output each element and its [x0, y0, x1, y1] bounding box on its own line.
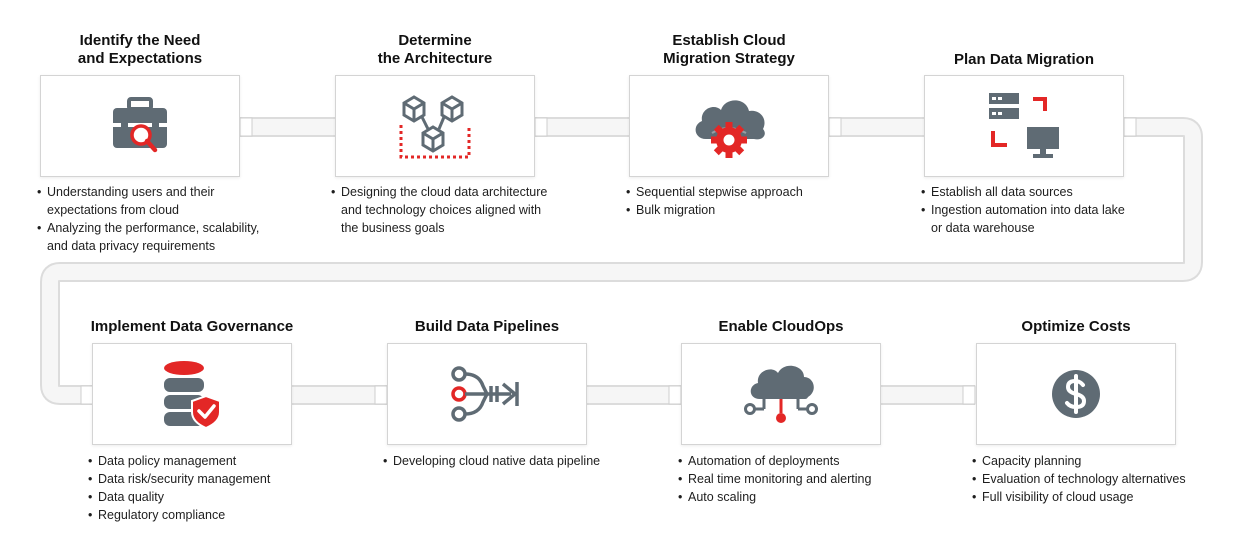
step-3-title: Establish Cloud Migration Strategy [663, 32, 795, 67]
bullet-item: Real time monitoring and alerting [678, 470, 918, 488]
bullet-item: Auto scaling [678, 488, 918, 506]
bullet-item: Data risk/security management [88, 470, 328, 488]
step-5-card [92, 343, 292, 445]
bullet-item: Analyzing the performance, scalability, … [37, 219, 277, 255]
step-7-bullets: Automation of deployments Real time moni… [678, 452, 918, 506]
bullet-item: Establish all data sources [921, 183, 1161, 201]
bullet-item: Understanding users and their expectatio… [37, 183, 277, 219]
step-1-card [40, 75, 240, 177]
bullet-item: Regulatory compliance [88, 506, 328, 524]
bullet-item: Automation of deployments [678, 452, 918, 470]
step-4-card [924, 75, 1124, 177]
bullet-item: Developing cloud native data pipeline [383, 452, 643, 470]
step-7-title: Enable CloudOps [718, 318, 844, 335]
toolbox-search-icon [113, 97, 167, 153]
step-2-card [335, 75, 535, 177]
step-6-bullets: Developing cloud native data pipeline [383, 452, 643, 470]
step-5-title: Implement Data Governance [90, 318, 294, 335]
step-6-card [387, 343, 587, 445]
bullet-item: Bulk migration [626, 201, 866, 219]
step-4-title: Plan Data Migration [953, 51, 1095, 68]
step-2-bullets: Designing the cloud data architecture an… [331, 183, 576, 237]
dollar-coin-icon [1052, 370, 1100, 418]
step-8-bullets: Capacity planning Evaluation of technolo… [972, 452, 1212, 506]
database-shield-icon [164, 361, 221, 430]
server-monitor-icon [989, 93, 1059, 158]
step-5-bullets: Data policy management Data risk/securit… [88, 452, 328, 524]
bullet-item: Ingestion automation into data lake or d… [921, 201, 1161, 237]
step-1-title: Identify the Need and Expectations [77, 32, 203, 67]
bullet-item: Data quality [88, 488, 328, 506]
bullet-item: Data policy management [88, 452, 328, 470]
pipeline-arrow-icon [451, 366, 519, 422]
bullet-item: Sequential stepwise approach [626, 183, 866, 201]
cloud-network-icon [744, 365, 818, 423]
step-8-card [976, 343, 1176, 445]
bullet-item: Full visibility of cloud usage [972, 488, 1212, 506]
step-3-bullets: Sequential stepwise approach Bulk migrat… [626, 183, 866, 219]
step-4-bullets: Establish all data sources Ingestion aut… [921, 183, 1161, 237]
bullet-item: Designing the cloud data architecture an… [331, 183, 576, 237]
step-2-title: Determine the Architecture [377, 32, 493, 67]
architecture-cubes-icon [399, 95, 471, 159]
bullet-item: Capacity planning [972, 452, 1212, 470]
step-7-card [681, 343, 881, 445]
step-1-bullets: Understanding users and their expectatio… [37, 183, 277, 255]
step-6-title: Build Data Pipelines [414, 318, 560, 335]
step-3-card [629, 75, 829, 177]
bullet-item: Evaluation of technology alternatives [972, 470, 1212, 488]
cloud-gear-icon [695, 100, 765, 158]
step-8-title: Optimize Costs [1021, 318, 1131, 335]
